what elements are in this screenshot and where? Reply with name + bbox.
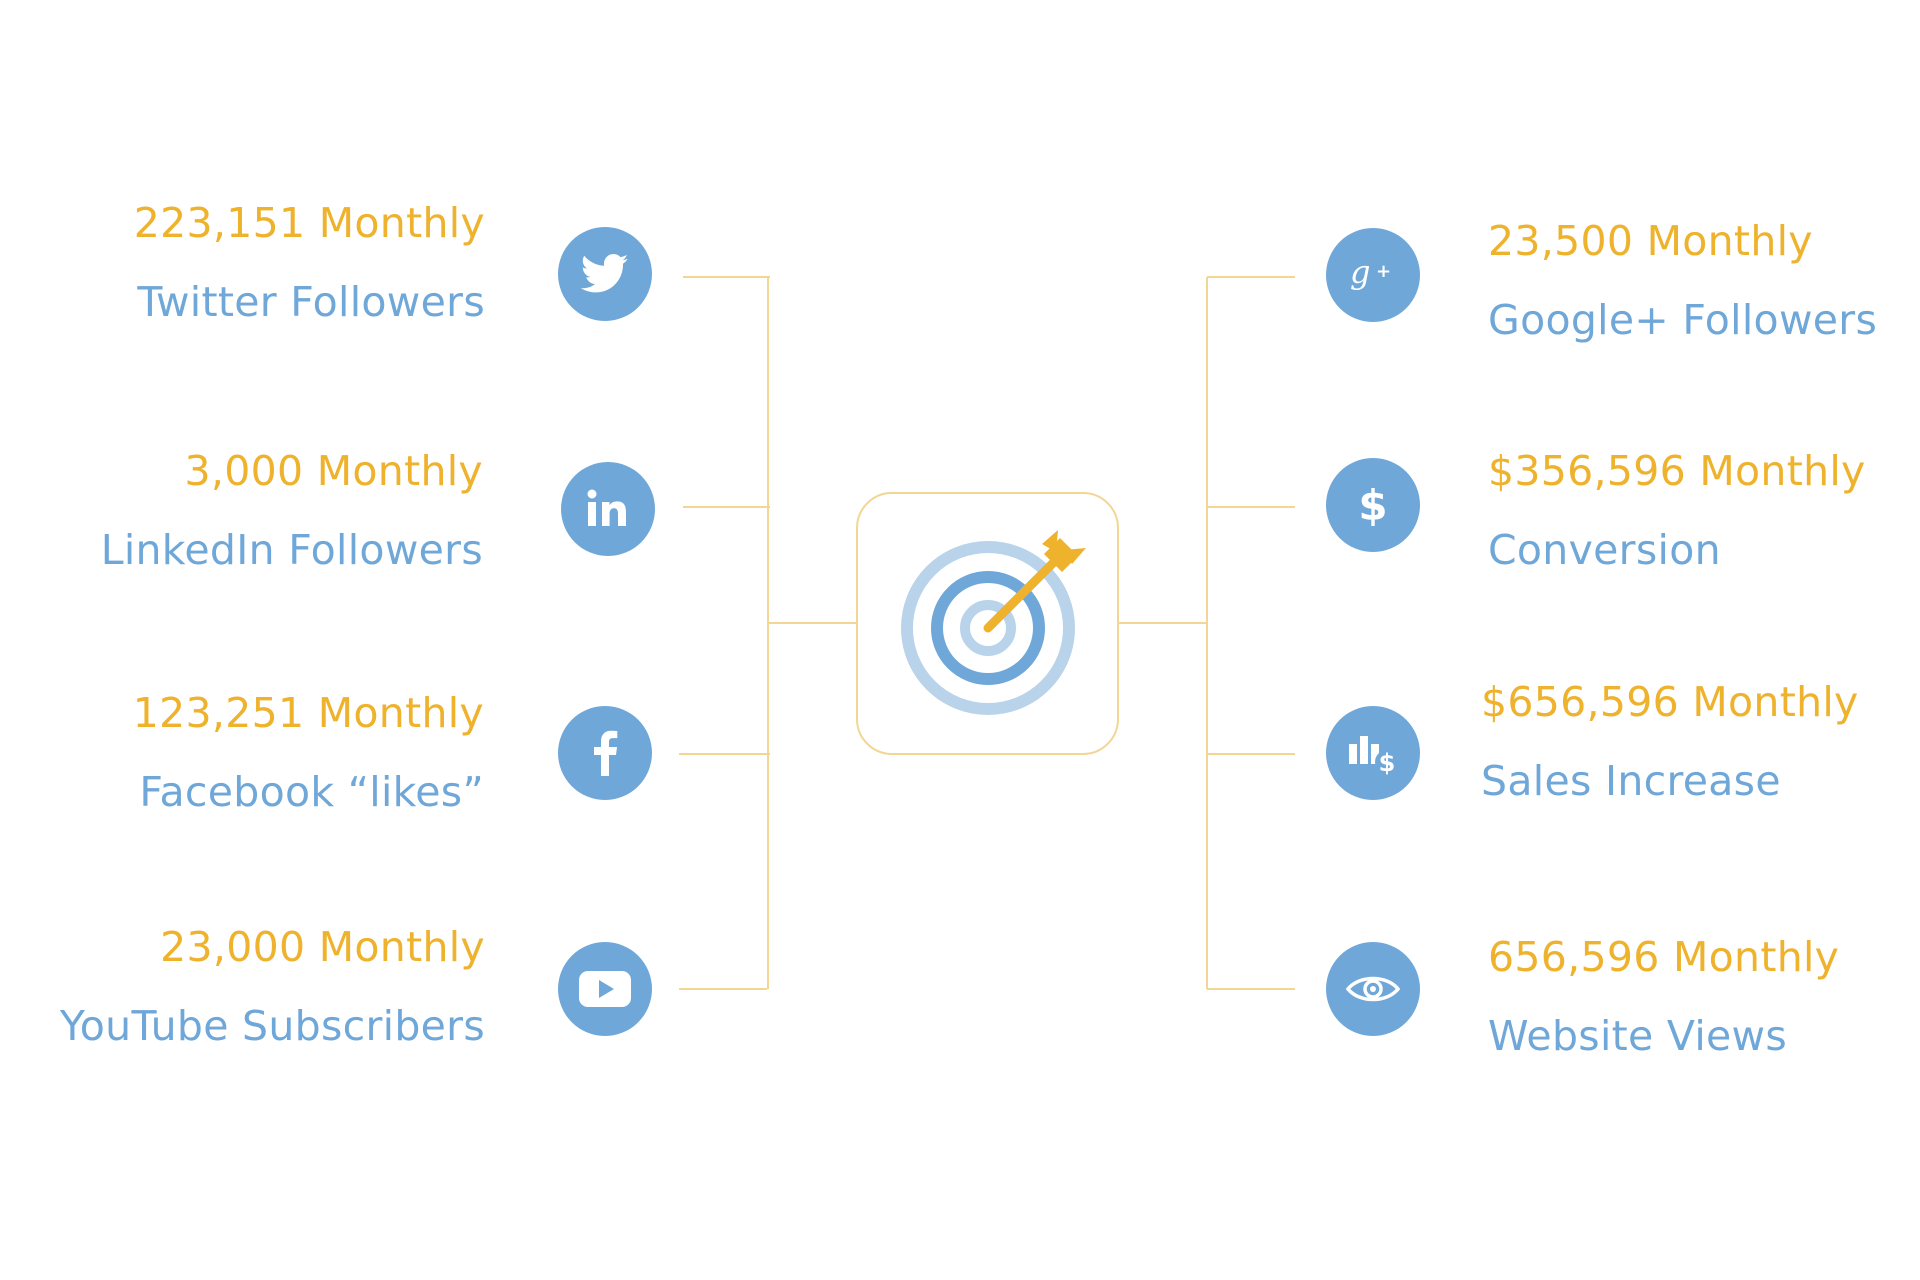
svg-text:$: $ (1358, 481, 1387, 530)
youtube-icon (558, 942, 652, 1036)
left-item-youtube: 23,000 Monthly YouTube Subscribers (60, 922, 485, 1051)
sales-label: Sales Increase (1481, 757, 1781, 805)
youtube-value: 23,000 Monthly (160, 923, 485, 971)
eye-icon (1326, 942, 1420, 1036)
svg-text:$: $ (1379, 749, 1396, 776)
googleplus-label: Google+ Followers (1488, 296, 1878, 344)
right-item-googleplus: 23,500 Monthly Google+ Followers (1488, 216, 1877, 345)
facebook-label: Facebook “likes” (139, 768, 484, 816)
website-value: 656,596 Monthly (1488, 933, 1840, 981)
svg-text:g: g (1350, 253, 1370, 291)
left-item-twitter: 223,151 Monthly Twitter Followers (134, 198, 485, 327)
right-item-conversion: $356,596 Monthly Conversion (1488, 446, 1866, 575)
twitter-label: Twitter Followers (137, 278, 485, 326)
linkedin-icon (561, 462, 655, 556)
facebook-icon (558, 706, 652, 800)
linkedin-value: 3,000 Monthly (184, 447, 483, 495)
sales-value: $656,596 Monthly (1481, 678, 1859, 726)
right-item-website: 656,596 Monthly Website Views (1488, 932, 1839, 1061)
right-item-sales: $656,596 Monthly Sales Increase (1481, 677, 1859, 806)
conversion-value: $356,596 Monthly (1488, 447, 1866, 495)
conversion-label: Conversion (1488, 526, 1721, 574)
sales-chart-icon: $ (1326, 706, 1420, 800)
website-label: Website Views (1488, 1012, 1788, 1060)
dollar-icon: $ (1326, 458, 1420, 552)
left-item-facebook: 123,251 Monthly Facebook “likes” (133, 688, 484, 817)
linkedin-label: LinkedIn Followers (100, 526, 483, 574)
target-arrow-icon (901, 530, 1086, 715)
google-plus-icon: g + (1326, 228, 1420, 322)
facebook-value: 123,251 Monthly (132, 689, 484, 737)
left-item-linkedin: 3,000 Monthly LinkedIn Followers (101, 446, 483, 575)
youtube-label: YouTube Subscribers (59, 1002, 485, 1050)
svg-text:+: + (1376, 261, 1391, 282)
googleplus-value: 23,500 Monthly (1488, 217, 1813, 265)
twitter-value: 223,151 Monthly (133, 199, 485, 247)
twitter-icon (558, 227, 652, 321)
center-goal-box (856, 492, 1119, 755)
